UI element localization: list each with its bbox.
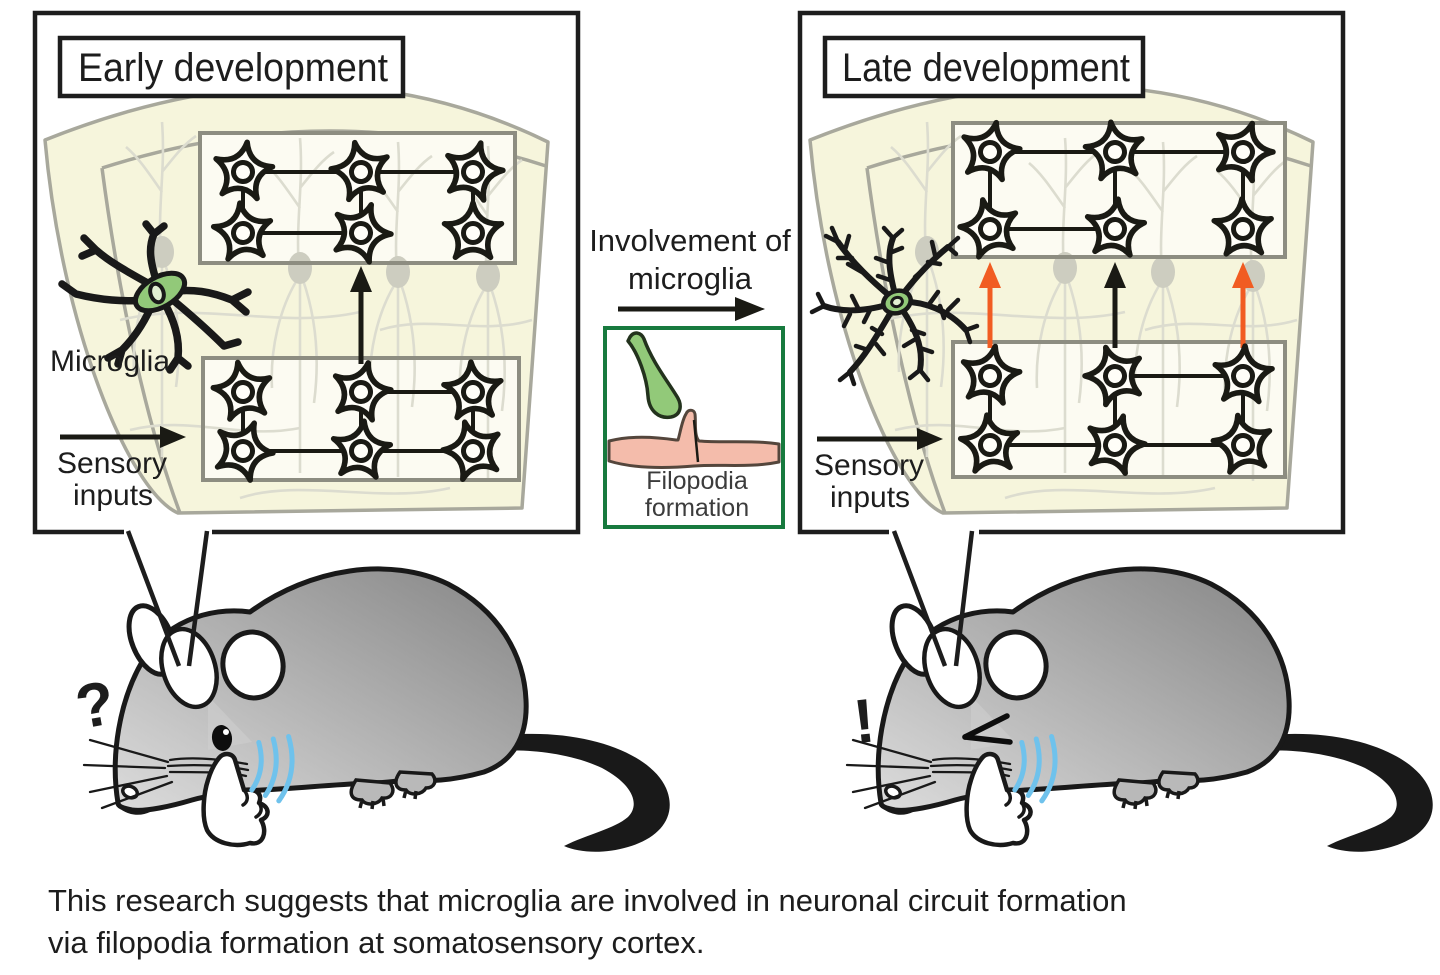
caption: This research suggests that microglia ar… [48, 883, 1127, 960]
left-callout [124, 526, 212, 667]
eye-glint [223, 729, 229, 735]
microglia-process [626, 331, 682, 420]
dendrite-shaft [607, 408, 781, 470]
transition-label-line1: Involvement of [589, 223, 791, 258]
caption-line2: via filopodia formation at somatosensory… [48, 925, 704, 960]
inset-label-line1: Filopodia [646, 467, 748, 495]
transition-label-line2: microglia [628, 261, 753, 296]
sensory-label-line2: inputs [830, 481, 910, 514]
existing-input-arrow [1104, 262, 1126, 348]
panel-title: Early development [78, 46, 388, 90]
sensory-input-arrow [817, 428, 943, 450]
closed-eye-icon [962, 713, 1013, 745]
upper-layer-box [198, 131, 517, 265]
exclamation-mark: ! [850, 686, 878, 757]
transition: Involvement of microglia Filopodia forma… [589, 223, 791, 529]
sensory-label-line1: Sensory [814, 449, 924, 482]
circuit-connections [241, 170, 475, 453]
right-callout [889, 526, 979, 667]
panel-title: Late development [842, 46, 1130, 90]
late-development-panel: Sensory inputs Late development [797, 10, 1346, 535]
sensory-input-arrow [60, 426, 186, 448]
new-connection-arrow-right [1232, 262, 1254, 348]
early-development-panel: Microglia Sensory inputs Early developme… [32, 10, 581, 535]
title-box [57, 35, 406, 99]
amoeboid-microglia-icon [58, 220, 252, 374]
circuit-connections [988, 150, 1245, 447]
transition-arrow-icon [618, 297, 765, 321]
filopodia-inset: Filopodia formation [603, 326, 785, 529]
caption-line1: This research suggests that microglia ar… [48, 883, 1127, 918]
ramified-microglia-icon [809, 225, 980, 387]
new-connection-arrow-left [979, 262, 1001, 348]
existing-input-arrow [350, 266, 372, 364]
filopodium-pointer [692, 419, 700, 463]
microglia-label: Microglia [50, 345, 170, 378]
inset-label-line2: formation [645, 494, 749, 522]
lower-layer-box [951, 340, 1287, 479]
sensory-label-line2: inputs [73, 479, 153, 512]
sensory-label-line1: Sensory [57, 447, 167, 480]
right-mouse: ! [847, 569, 1433, 852]
question-mark: ? [71, 668, 120, 743]
upper-layer-box [951, 121, 1287, 259]
title-box [822, 35, 1146, 99]
